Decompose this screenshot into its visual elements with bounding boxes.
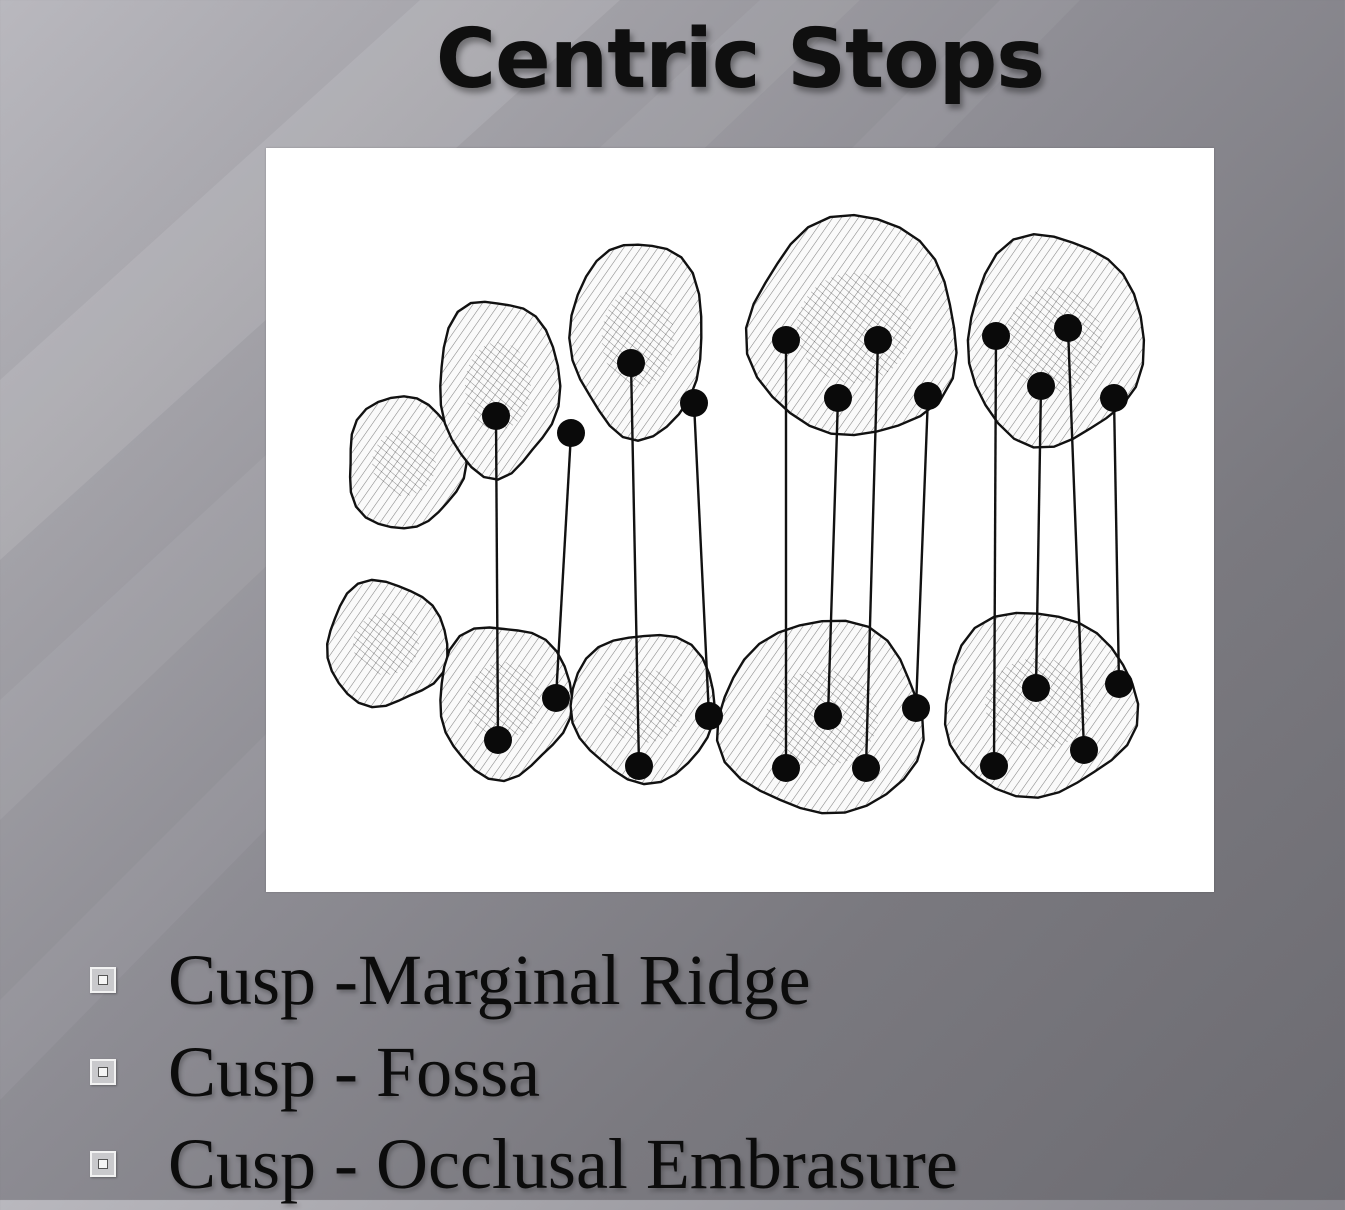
lower-contact-dot	[1105, 670, 1133, 698]
lower-tooth-premolar-1	[439, 626, 574, 783]
boxed-square-bullet-icon	[90, 967, 116, 993]
upper-contact-dot	[772, 326, 800, 354]
centric-stop-connector-line	[1034, 385, 1043, 689]
centric-stop-connector-line	[864, 339, 880, 769]
upper-contact-dot	[680, 389, 708, 417]
lower-contact-dot	[980, 752, 1008, 780]
upper-tooth-molar-2	[966, 232, 1146, 449]
upper-contact-dot	[617, 349, 645, 377]
upper-contact-dot	[914, 382, 942, 410]
lower-contact-dot	[852, 754, 880, 782]
centric-stop-connector-line	[914, 395, 930, 709]
slide-title: Centric Stops	[435, 12, 1045, 107]
lower-contact-dot	[542, 684, 570, 712]
lower-contact-dot	[484, 726, 512, 754]
upper-tooth-premolar-2	[568, 243, 703, 442]
bullet-list: Cusp -Marginal Ridge Cusp - Fossa Cusp -…	[90, 934, 958, 1210]
centric-stop-connector-line	[1112, 397, 1121, 685]
lower-contact-dot	[772, 754, 800, 782]
centric-stop-connector-line	[992, 335, 998, 767]
upper-contact-dot	[1027, 372, 1055, 400]
boxed-square-bullet-icon	[90, 1151, 116, 1177]
upper-contact-dot	[982, 322, 1010, 350]
bullet-text: Cusp -Marginal Ridge	[168, 939, 811, 1020]
lower-contact-dot	[625, 752, 653, 780]
bullet-item-cusp-occlusal-embrasure: Cusp - Occlusal Embrasure	[90, 1118, 958, 1210]
upper-contact-dot	[864, 326, 892, 354]
centric-stop-connector-line	[826, 397, 840, 717]
upper-contact-dot	[824, 384, 852, 412]
bullet-text: Cusp - Fossa	[168, 1031, 541, 1112]
upper-contact-dot	[482, 402, 510, 430]
upper-contact-dot	[557, 419, 585, 447]
centric-stop-connector-line	[629, 362, 641, 767]
upper-tooth-molar-1	[744, 213, 958, 437]
lower-tooth-molar-2	[943, 611, 1140, 799]
dental-diagram	[266, 148, 1214, 892]
boxed-square-bullet-icon	[90, 1059, 116, 1085]
lower-contact-dot	[1022, 674, 1050, 702]
bullet-item-cusp-fossa: Cusp - Fossa	[90, 1026, 958, 1118]
centric-stop-connector-line	[1066, 327, 1086, 751]
centric-stop-connector-line	[554, 432, 573, 699]
upper-tooth-canine	[348, 395, 468, 530]
bullet-item-cusp-marginal-ridge: Cusp -Marginal Ridge	[90, 934, 958, 1026]
bullet-text: Cusp - Occlusal Embrasure	[168, 1123, 958, 1204]
lower-contact-dot	[695, 702, 723, 730]
centric-stops-illustration	[325, 213, 1146, 815]
lower-contact-dot	[814, 702, 842, 730]
lower-tooth-premolar-2	[569, 633, 716, 786]
upper-contact-dot	[1054, 314, 1082, 342]
upper-contact-dot	[1100, 384, 1128, 412]
lower-contact-dot	[1070, 736, 1098, 764]
centric-stop-connector-line	[494, 415, 500, 741]
upper-tooth-premolar-1	[439, 300, 562, 481]
lower-tooth-canine	[325, 578, 449, 709]
lower-contact-dot	[902, 694, 930, 722]
centric-stop-connector-line	[692, 402, 711, 717]
